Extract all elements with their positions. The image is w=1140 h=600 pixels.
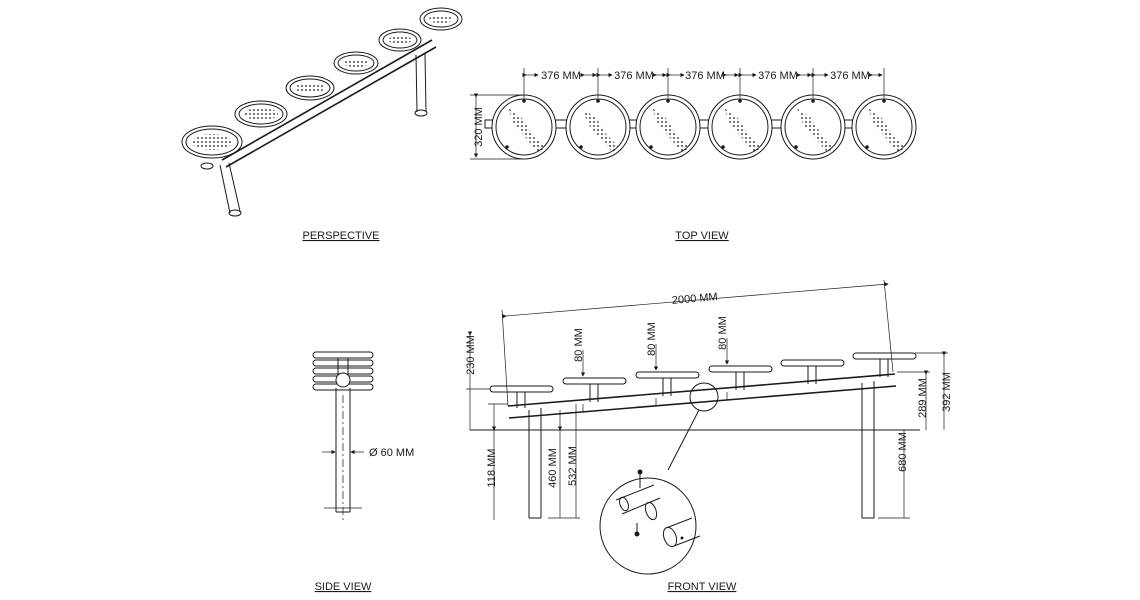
perspective-seat-2 xyxy=(234,100,288,128)
caption-perspective: PERSPECTIVE xyxy=(302,230,379,242)
caption-top-view: TOP VIEW xyxy=(675,230,729,242)
top-spacing-label-5: 376 MM xyxy=(830,70,870,82)
top-seat-3 xyxy=(635,94,701,160)
top-seat-1 xyxy=(491,94,557,160)
perspective-seat-1 xyxy=(181,125,243,159)
detail-marker xyxy=(689,382,719,412)
top-spacing-label-2: 376 MM xyxy=(614,70,654,82)
connector-detail xyxy=(599,469,701,575)
front-offset-label-1: 80 MM xyxy=(573,328,585,362)
top-view: 376 MM 376 MM 376 MM 376 MM 376 MM 320 M… xyxy=(470,68,917,160)
perspective-seat-5 xyxy=(378,28,422,52)
front-left-label-4: 532 MM xyxy=(567,446,579,486)
side-beam-section xyxy=(335,372,351,388)
perspective-leg-left xyxy=(200,162,242,217)
front-left-label-2: 118 MM xyxy=(486,449,498,488)
front-right-label-2: 392 MM xyxy=(941,372,953,412)
top-depth-label: 320 MM xyxy=(473,107,485,147)
front-offset-label-2: 80 MM xyxy=(646,322,658,356)
side-post xyxy=(335,388,351,520)
caption-side-view: SIDE VIEW xyxy=(315,581,372,593)
front-seat-2 xyxy=(562,377,627,402)
top-seat-4 xyxy=(707,94,773,160)
side-view: Ø 60 MM xyxy=(312,351,414,520)
top-seat-6 xyxy=(851,94,917,160)
perspective-seat-4 xyxy=(333,51,379,75)
top-seat-5 xyxy=(780,94,846,160)
front-offset-label-3: 80 MM xyxy=(717,316,729,350)
top-spacing-label-3: 376 MM xyxy=(685,70,725,82)
caption-front-view: FRONT VIEW xyxy=(668,581,737,593)
front-left-label-1: 230 MM xyxy=(465,335,477,375)
front-view: 2000 MM 80 MM 80 MM 80 MM 230 MM 118 MM … xyxy=(465,279,953,575)
side-diameter-label: Ø 60 MM xyxy=(369,447,414,459)
front-seat-6 xyxy=(852,352,917,377)
perspective-seat-6 xyxy=(419,7,463,31)
top-seat-2 xyxy=(565,94,631,160)
front-seat-4 xyxy=(708,365,773,390)
top-spacing-label-4: 376 MM xyxy=(758,70,798,82)
perspective-view xyxy=(181,7,463,217)
perspective-seat-3 xyxy=(285,75,335,101)
perspective-leg-right xyxy=(414,52,428,117)
side-seat-stack xyxy=(312,351,374,391)
front-leg-right xyxy=(861,381,875,519)
front-seat-5 xyxy=(780,359,845,384)
front-right-label-1: 289 MM xyxy=(917,378,929,418)
top-spacing-label-1: 376 MM xyxy=(541,70,581,82)
front-right-label-3: 680 MM xyxy=(897,432,909,472)
front-length-label: 2000 MM xyxy=(671,291,718,307)
front-left-label-3: 460 MM xyxy=(547,448,559,488)
front-seat-3 xyxy=(635,371,700,396)
front-leg-left xyxy=(528,408,542,519)
